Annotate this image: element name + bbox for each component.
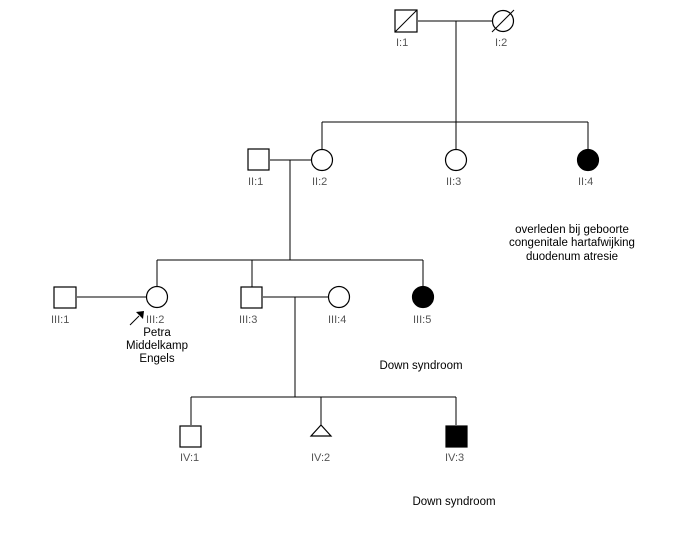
note-line: overleden bij geboorte [515, 224, 629, 236]
individual-ii2: II:2 [310, 148, 334, 188]
male-symbol [53, 286, 77, 309]
individual-label: I:2 [495, 37, 507, 49]
unknown-sex-triangle [309, 424, 333, 437]
individual-iii4: III:4 [327, 285, 351, 326]
note-line: duodenum atresie [526, 251, 618, 263]
individual-label: IV:1 [180, 452, 199, 464]
individual-label: III:3 [239, 314, 257, 326]
female-symbol-affected [411, 285, 435, 309]
individual-iii1: III:1 [51, 286, 77, 326]
female-symbol [310, 148, 334, 172]
individual-iii5: III:5 [411, 285, 435, 326]
female-symbol [444, 148, 468, 172]
male-symbol-affected [445, 425, 468, 448]
individual-label: II:2 [312, 176, 327, 188]
individual-iv2: IV:2 [309, 424, 333, 464]
female-symbol [145, 285, 169, 309]
proband-arrow-icon [129, 311, 144, 326]
female-symbol-affected [576, 148, 600, 172]
female-symbol [327, 285, 351, 309]
individual-label: III:4 [328, 314, 346, 326]
individual-ii4: II:4 [576, 148, 600, 188]
individual-i1: I:1 [394, 9, 418, 49]
proband-name-line: Engels [139, 353, 174, 365]
individual-ii3: II:3 [444, 148, 468, 188]
deceased-slash [491, 9, 515, 33]
male-symbol [179, 425, 202, 448]
individual-label: II:1 [248, 176, 263, 188]
note-line: congenitale hartafwijking [509, 237, 635, 249]
individual-label: III:5 [413, 314, 431, 326]
male-symbol [247, 148, 270, 171]
individual-iv1: IV:1 [179, 425, 202, 464]
individual-iv3: IV:3 [445, 425, 468, 464]
individual-label: II:3 [446, 176, 461, 188]
male-symbol [240, 286, 263, 309]
individual-label: IV:3 [445, 452, 464, 464]
individual-label: II:4 [578, 176, 593, 188]
iv3-condition-note: Down syndroom [412, 496, 495, 508]
individual-i2: I:2 [491, 9, 515, 49]
pedigree-lines [77, 20, 589, 425]
iii5-condition-note: Down syndroom [379, 360, 462, 372]
individual-label: IV:2 [311, 452, 330, 464]
proband-name-line: Middelkamp [126, 340, 188, 352]
ii4-note: overleden bij geboorte congenitale harta… [509, 224, 635, 263]
individual-label: I:1 [396, 37, 408, 49]
individual-label: III:1 [51, 314, 69, 326]
individual-ii1: II:1 [247, 148, 270, 188]
individual-iii3: III:3 [239, 286, 263, 326]
proband-name-line: Petra [143, 327, 171, 339]
deceased-slash [394, 9, 418, 33]
individual-label: III:2 [146, 314, 164, 326]
individual-iii2: III:2 Petra Middelkamp Engels [126, 285, 188, 365]
